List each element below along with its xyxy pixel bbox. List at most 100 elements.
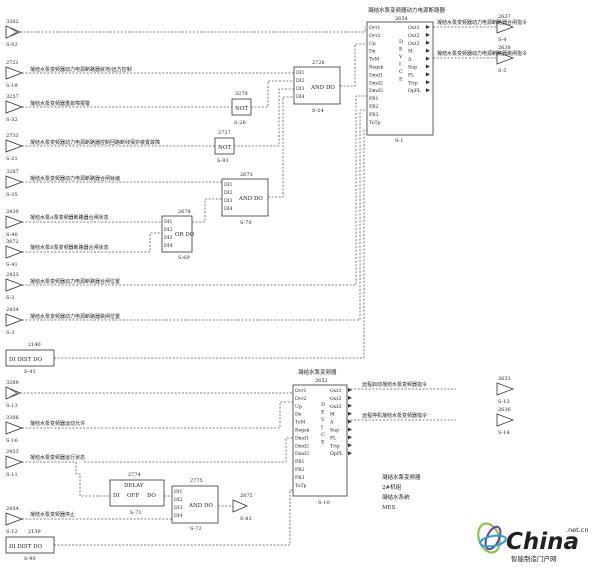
china-logo-watermark: China .net.cn 智能制造门户网: [477, 522, 589, 563]
output-label: 凝结水泵变频器动力电源断路器合闸指令: [437, 19, 527, 26]
input-number: 3302: [6, 19, 19, 25]
device-lower-header: 凝结水泵变频器: [298, 368, 337, 376]
input-sheet: S-40: [6, 232, 18, 238]
svg-text:2774: 2774: [128, 472, 141, 478]
input-number: 2721: [6, 60, 19, 66]
svg-text:S-69: S-69: [178, 255, 190, 261]
device-mid-letter: D: [399, 39, 403, 45]
and-pin-di2: DI2: [296, 78, 304, 84]
input-sheet: S-13: [6, 403, 18, 409]
input-sheet: S-32: [6, 117, 18, 123]
svg-text:2726: 2726: [312, 60, 325, 66]
input-label: 凝结水泵变频器动力电源断路器控制回路断线保护装置故障: [30, 139, 160, 146]
svg-text:DELAY: DELAY: [124, 483, 144, 489]
pin-out-sup: Sup: [408, 65, 417, 71]
dist-block-2: 2139 DI DIST DO S-90: [5, 529, 55, 562]
pin-arrow-icon: [426, 32, 430, 37]
device-mid-letter: E: [399, 77, 403, 83]
pin-out-oppl: OpPL: [330, 451, 343, 457]
svg-text:DO: DO: [147, 493, 156, 499]
pin-arrow-icon: [348, 427, 352, 432]
device-lower-sheet: S-10: [318, 500, 330, 506]
input-label: 凝结水泵变频器运动允许: [30, 420, 85, 427]
pin-arrow-icon: [348, 451, 352, 456]
pin-in-tom: ToM: [369, 57, 379, 63]
input-number: 2454: [6, 506, 19, 512]
input-label: 凝结水泵B泵变频器断路器合闸状态: [30, 244, 109, 251]
device-mid-letter: C: [399, 69, 403, 75]
input-number: 3872: [6, 239, 19, 245]
not-block-1: 3270 NOT S-26: [231, 91, 252, 126]
input-sheet: S-16: [6, 438, 18, 444]
input-sheet: S-41: [6, 262, 18, 268]
device-mid-letter: E: [321, 440, 325, 446]
input-sheet: S-11: [6, 472, 18, 478]
svg-text:AND DO: AND DO: [188, 503, 213, 509]
not-block-2: 2727 NOT S-93: [214, 130, 235, 164]
logo-mark-icon: [477, 522, 507, 554]
device-upper-number: 2654: [395, 16, 408, 22]
svg-text:2875: 2875: [240, 493, 253, 499]
and-pin-di1: DI1: [296, 70, 304, 76]
logo-domain-suffix: .net.cn: [566, 526, 589, 534]
output-number: 2637: [498, 14, 511, 20]
svg-text:OFF: OFF: [127, 493, 139, 499]
pin-in-ovr1: Ovr1: [369, 25, 381, 31]
svg-text:DI DIST DO: DI DIST DO: [9, 357, 43, 363]
pin-in-dmd3: Dmd3: [369, 88, 383, 94]
pin-arrow-icon: [348, 443, 352, 448]
pin-out-a: A: [407, 57, 412, 63]
svg-text:2139: 2139: [28, 529, 41, 535]
logo-brand-text: China: [506, 529, 579, 555]
svg-text:NOT: NOT: [218, 145, 231, 151]
pin-in-pb2: PB2: [369, 104, 378, 110]
and-pin-di1: DI1: [224, 182, 232, 188]
svg-text:S-72: S-72: [190, 526, 202, 532]
pin-in-ovr1: Ovr1: [295, 388, 307, 394]
svg-text:S-71: S-71: [130, 510, 142, 516]
output-number: 2638: [498, 45, 511, 51]
and-pin-di4: DI4: [174, 513, 182, 519]
or-pin-di2: DI2: [164, 227, 172, 233]
or-pin-di1: DI1: [164, 219, 172, 225]
input-number: 2733: [6, 133, 19, 139]
pin-in-pb1: PB1: [295, 459, 304, 465]
pin-out-trip: Trip: [330, 443, 340, 449]
device-mid-letter: I: [321, 425, 323, 431]
pin-in-pb2: PB2: [295, 467, 304, 473]
pin-out-oppl: OpPL: [408, 88, 421, 94]
device-mid-letter: V: [398, 54, 403, 60]
pin-arrow-icon: [426, 64, 430, 69]
pin-out-out2: Out2: [408, 33, 420, 39]
svg-text:S-24: S-24: [312, 108, 324, 114]
pin-in-dmd3: Dmd3: [295, 451, 309, 457]
input-label: 凝结水泵变频器停止: [30, 511, 75, 518]
svg-text:AND DO: AND DO: [310, 85, 335, 91]
input-label: 凝结水泵变频器动力电源断路器就地/远方控制: [30, 66, 132, 73]
svg-text:2775: 2775: [190, 478, 203, 484]
pin-arrow-icon: [348, 411, 352, 416]
pin-in-pb3: PB3: [295, 475, 304, 481]
device-mid-letter: D: [321, 402, 325, 408]
device-block-lower: 凝结水泵变频器 2652 Ovr1Ovr2UpDnToMRegskDmd1Dmd…: [292, 368, 352, 506]
input-sheet: S-2: [6, 295, 14, 301]
output-label: 远程停机凝结水泵变频器指令: [362, 412, 427, 419]
svg-text:2673: 2673: [240, 172, 253, 178]
pin-in-dmd1: Dmd1: [295, 435, 309, 441]
pin-out-m: M: [408, 49, 413, 55]
and-pin-di1: DI1: [174, 489, 182, 495]
input-number: 2430: [6, 209, 19, 215]
output-sheet: S-4: [498, 37, 506, 43]
input-number: 2433: [6, 272, 19, 278]
